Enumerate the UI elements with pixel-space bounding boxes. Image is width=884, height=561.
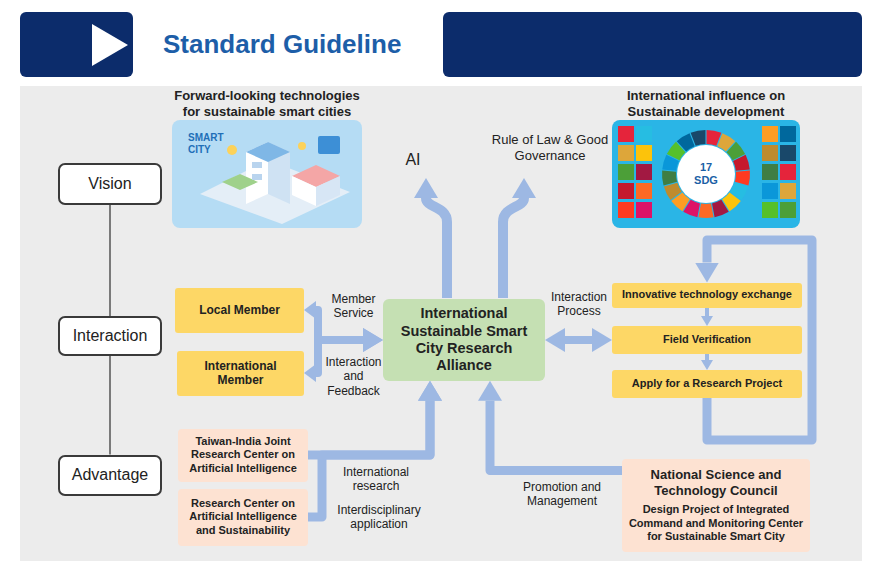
flow-arrow: [490, 401, 622, 471]
illustration-heading: International influence on Sustainable d…: [604, 88, 809, 120]
interaction-box: Interaction: [58, 316, 162, 356]
edge-label: International research: [330, 465, 422, 494]
header-tab: [20, 12, 133, 77]
advantage-box: Advantage: [58, 455, 162, 496]
picture-label: SMART CITY: [188, 132, 230, 155]
box-label: Vision: [88, 175, 131, 193]
member-box: International Member: [177, 351, 304, 396]
sdg-illustration: [612, 120, 800, 228]
header-bar: [443, 12, 862, 77]
vision-box: Vision: [58, 163, 162, 205]
edge-label: Interaction Process: [546, 290, 612, 319]
picture-label: SDG: [694, 174, 718, 187]
flow-arrow: [565, 336, 592, 344]
process-box: Innovative technology exchange: [612, 283, 802, 308]
arrow-label: Rule of Law & Good Governance: [490, 132, 610, 163]
council-box: National Science and Technology CouncilD…: [622, 459, 810, 552]
flow-arrow: [705, 308, 709, 317]
illustration-heading: Forward-looking technologies for sustain…: [165, 88, 370, 120]
picture-text: SMART CITY: [188, 132, 230, 155]
play-icon: [92, 24, 128, 66]
picture-label: 17: [694, 161, 718, 174]
flow-arrow: [308, 401, 430, 517]
box-label: Interaction: [73, 327, 148, 345]
smart-city-illustration: [172, 120, 362, 228]
connector-line: [109, 205, 111, 316]
box-label: Apply for a Research Project: [632, 377, 782, 390]
box-label: Field Verification: [663, 333, 751, 346]
box-label: International Sustainable Smart City Res…: [391, 305, 537, 375]
governance-arrow: [503, 198, 524, 298]
edge-label: Member Service: [324, 292, 383, 321]
sdg-picture: International influence on Sustainable d…: [612, 88, 800, 228]
edge-label: Interdisciplinary application: [326, 503, 432, 532]
edge-label: Interaction and Feedback: [324, 355, 383, 398]
alliance-box: International Sustainable Smart City Res…: [383, 299, 545, 381]
smart-city-picture: Forward-looking technologies for sustain…: [172, 88, 362, 228]
box-label: Taiwan-India Joint Research Center on Ar…: [184, 435, 302, 475]
gray-panel: [20, 86, 862, 561]
flow-arrow: [308, 401, 430, 455]
box-label: National Science and Technology Council: [628, 467, 804, 498]
picture-area: SMART CITY: [172, 120, 362, 228]
research-center-box: Taiwan-India Joint Research Center on Ar…: [178, 429, 308, 482]
ai-arrow: [426, 198, 447, 298]
box-label: International Member: [183, 359, 298, 388]
box-body: Design Project of Integrated Command and…: [628, 503, 804, 543]
picture-text: 17SDG: [694, 161, 718, 186]
page-title: Standard Guideline: [163, 29, 401, 60]
box-label: Innovative technology exchange: [622, 288, 792, 301]
flow-arrow: [705, 354, 709, 360]
box-label: Research Center on Artificial Intelligen…: [184, 497, 302, 537]
arrow-label: AI: [398, 150, 428, 169]
box-label: Advantage: [72, 466, 149, 484]
process-box: Apply for a Research Project: [612, 370, 802, 398]
research-center-box: Research Center on Artificial Intelligen…: [178, 489, 308, 546]
box-label: Local Member: [199, 303, 280, 317]
connector-line: [109, 356, 111, 455]
member-box: Local Member: [175, 288, 304, 333]
edge-label: Promotion and Management: [512, 480, 612, 509]
picture-area: 17SDG: [612, 120, 800, 228]
process-box: Field Verification: [612, 326, 802, 354]
